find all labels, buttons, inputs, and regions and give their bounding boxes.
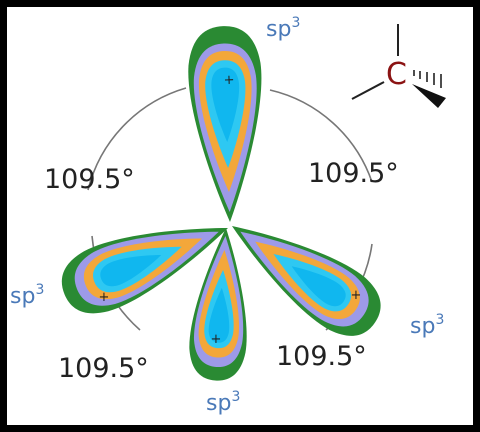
- orbital-label-left: sp3: [10, 282, 44, 309]
- orbital-label-bottom: sp3: [206, 389, 240, 416]
- orbital-lobes: +: [52, 24, 393, 383]
- nucleus-marker-bottom: +: [211, 332, 222, 347]
- orbital-label-top: sp3: [266, 15, 300, 42]
- carbon-atom-label: C: [386, 57, 407, 92]
- orbital-lobe-top: +: [186, 24, 267, 224]
- angle-labels: 109.5° 109.5° 109.5° 109.5°: [44, 158, 399, 384]
- nucleus-markers: + + +: [99, 288, 362, 347]
- angle-label-upper-left: 109.5°: [44, 164, 135, 195]
- nucleus-marker-right: +: [351, 288, 362, 303]
- angle-label-lower-right: 109.5°: [276, 341, 367, 372]
- angle-label-lower-left: 109.5°: [58, 353, 149, 384]
- lobe-nucleus-marker: +: [223, 73, 234, 88]
- angle-label-upper-right: 109.5°: [308, 158, 399, 189]
- nucleus-marker-left: +: [99, 290, 110, 305]
- orbital-label-right: sp3: [410, 312, 444, 339]
- tetrahedral-carbon-icon: C: [351, 24, 446, 108]
- orbital-labels: sp3 sp3 sp3 sp3: [10, 15, 444, 416]
